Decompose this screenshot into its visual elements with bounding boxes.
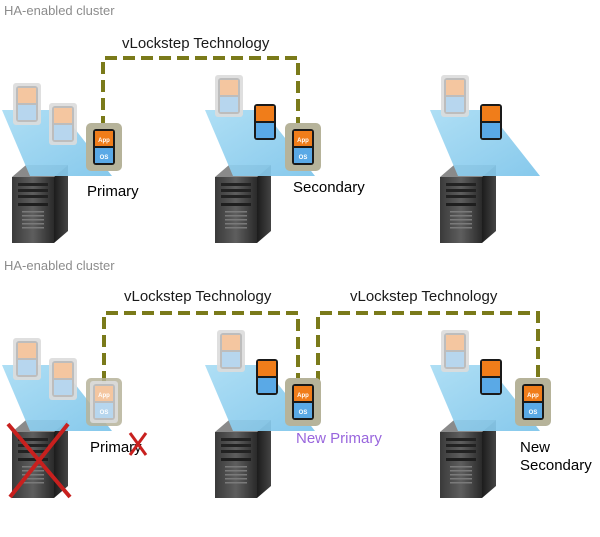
server-icon	[12, 165, 68, 243]
host-top-3	[430, 75, 540, 243]
section-label-top: HA-enabled cluster	[4, 3, 115, 18]
vm-faded-icon	[441, 330, 469, 372]
tech-label-top: vLockstep Technology	[122, 35, 270, 52]
server-icon	[215, 165, 271, 243]
vm-os-label: OS	[299, 410, 308, 416]
vm-os-label: OS	[100, 410, 109, 416]
vm-os-label: OS	[529, 410, 538, 416]
vm-app-label: App	[98, 393, 110, 399]
vm-failed-icon	[90, 381, 118, 423]
host-bottom-1-failed: App OS Primary	[2, 338, 148, 499]
failure-x-icon	[6, 422, 72, 499]
vm-os-label: OS	[299, 155, 308, 161]
lockstep-line-bottom-2	[316, 311, 540, 383]
server-icon	[215, 420, 271, 498]
failure-x-small-icon	[128, 432, 148, 456]
server-icon	[440, 165, 496, 243]
vm-app-label: App	[297, 393, 309, 399]
tech-label-bottom-1: vLockstep Technology	[124, 288, 272, 305]
vm-app-label: App	[297, 138, 309, 144]
vm-faded-icon	[13, 338, 41, 380]
tech-label-bottom-2: vLockstep Technology	[350, 288, 498, 305]
lockstep-line-bottom-1	[102, 311, 300, 383]
secondary-label: Secondary	[293, 179, 365, 196]
new-secondary-label-line1: New	[520, 439, 550, 456]
vm-faded-icon	[441, 75, 469, 117]
vm-app-label: App	[527, 393, 539, 399]
failed-primary-label: Primary	[90, 439, 142, 456]
host-bottom-2: App OS New Primary	[205, 330, 382, 498]
vm-faded-icon	[217, 330, 245, 372]
lockstep-line-top	[101, 56, 300, 128]
vm-faded-icon	[49, 103, 77, 145]
server-icon	[440, 420, 496, 498]
host-top-2: App OS Secondary	[205, 75, 365, 243]
vm-icon	[256, 359, 278, 395]
vm-faded-icon	[215, 75, 243, 117]
new-secondary-label-line2: Secondary	[520, 457, 592, 474]
new-primary-label: New Primary	[296, 430, 382, 447]
host-bottom-3: App OS New Secondary	[430, 330, 592, 498]
vm-app-label: App	[98, 138, 110, 144]
vm-icon	[480, 104, 502, 140]
vm-icon	[254, 104, 276, 140]
vm-os-label: OS	[100, 155, 109, 161]
primary-label: Primary	[87, 183, 139, 200]
host-top-1: App OS Primary	[2, 83, 139, 243]
section-label-bottom: HA-enabled cluster	[4, 258, 115, 273]
vm-faded-icon	[13, 83, 41, 125]
vm-icon	[480, 359, 502, 395]
vm-faded-icon	[49, 358, 77, 400]
